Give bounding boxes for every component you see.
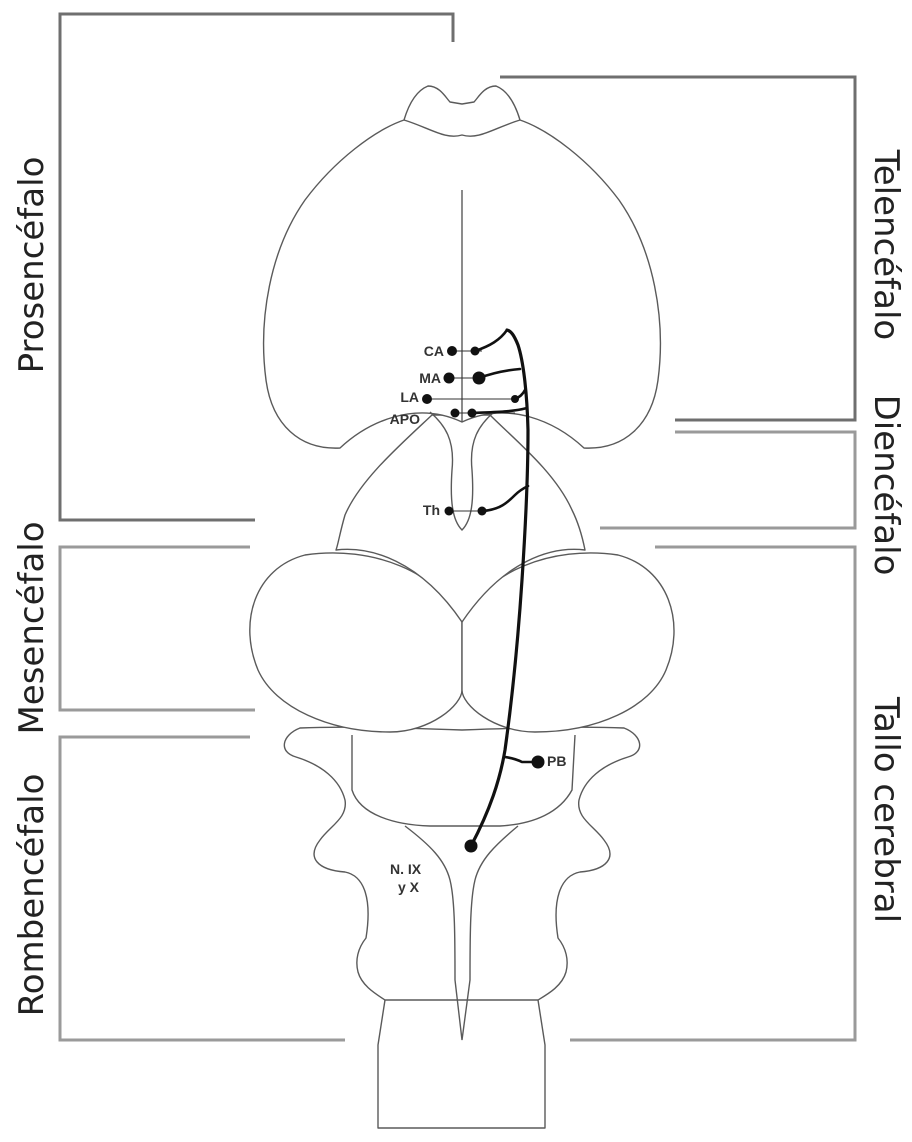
dot-la-2	[511, 395, 519, 403]
dot-ca-1	[447, 346, 457, 356]
bracket-mesencefalo	[60, 547, 255, 710]
label-th: Th	[423, 502, 440, 518]
bracket-diencefalo	[600, 432, 855, 528]
label-nix-line1: N. IX	[390, 861, 422, 877]
dot-th-2	[478, 507, 487, 516]
label-rombencefalo: Rombencéfalo	[12, 774, 52, 1017]
dot-la-1	[422, 394, 432, 404]
label-ma: MA	[419, 370, 441, 386]
label-nix-line2: y X	[398, 879, 420, 895]
bracket-rombencefalo	[60, 737, 345, 1040]
label-pb: PB	[547, 753, 566, 769]
dot-ma-2	[473, 372, 486, 385]
dot-apo-1	[451, 409, 460, 418]
label-prosencefalo: Prosencéfalo	[12, 157, 52, 374]
label-tallo-cerebral: Tallo cerebral	[866, 696, 906, 923]
dot-th-1	[445, 507, 454, 516]
dot-ma-1	[444, 373, 455, 384]
brainstem-outline	[284, 727, 639, 1000]
label-la: LA	[400, 389, 419, 405]
label-mesencefalo: Mesencéfalo	[12, 521, 52, 734]
brain-outline	[250, 86, 674, 1128]
dot-pb	[532, 756, 545, 769]
dot-ca-2	[471, 347, 480, 356]
label-ca: CA	[424, 343, 444, 359]
dot-apo-2	[468, 409, 477, 418]
label-apo: APO	[390, 411, 420, 427]
dot-nix	[465, 840, 478, 853]
label-telencefalo: Telencéfalo	[866, 149, 906, 341]
label-diencefalo: Diencéfalo	[866, 395, 906, 576]
